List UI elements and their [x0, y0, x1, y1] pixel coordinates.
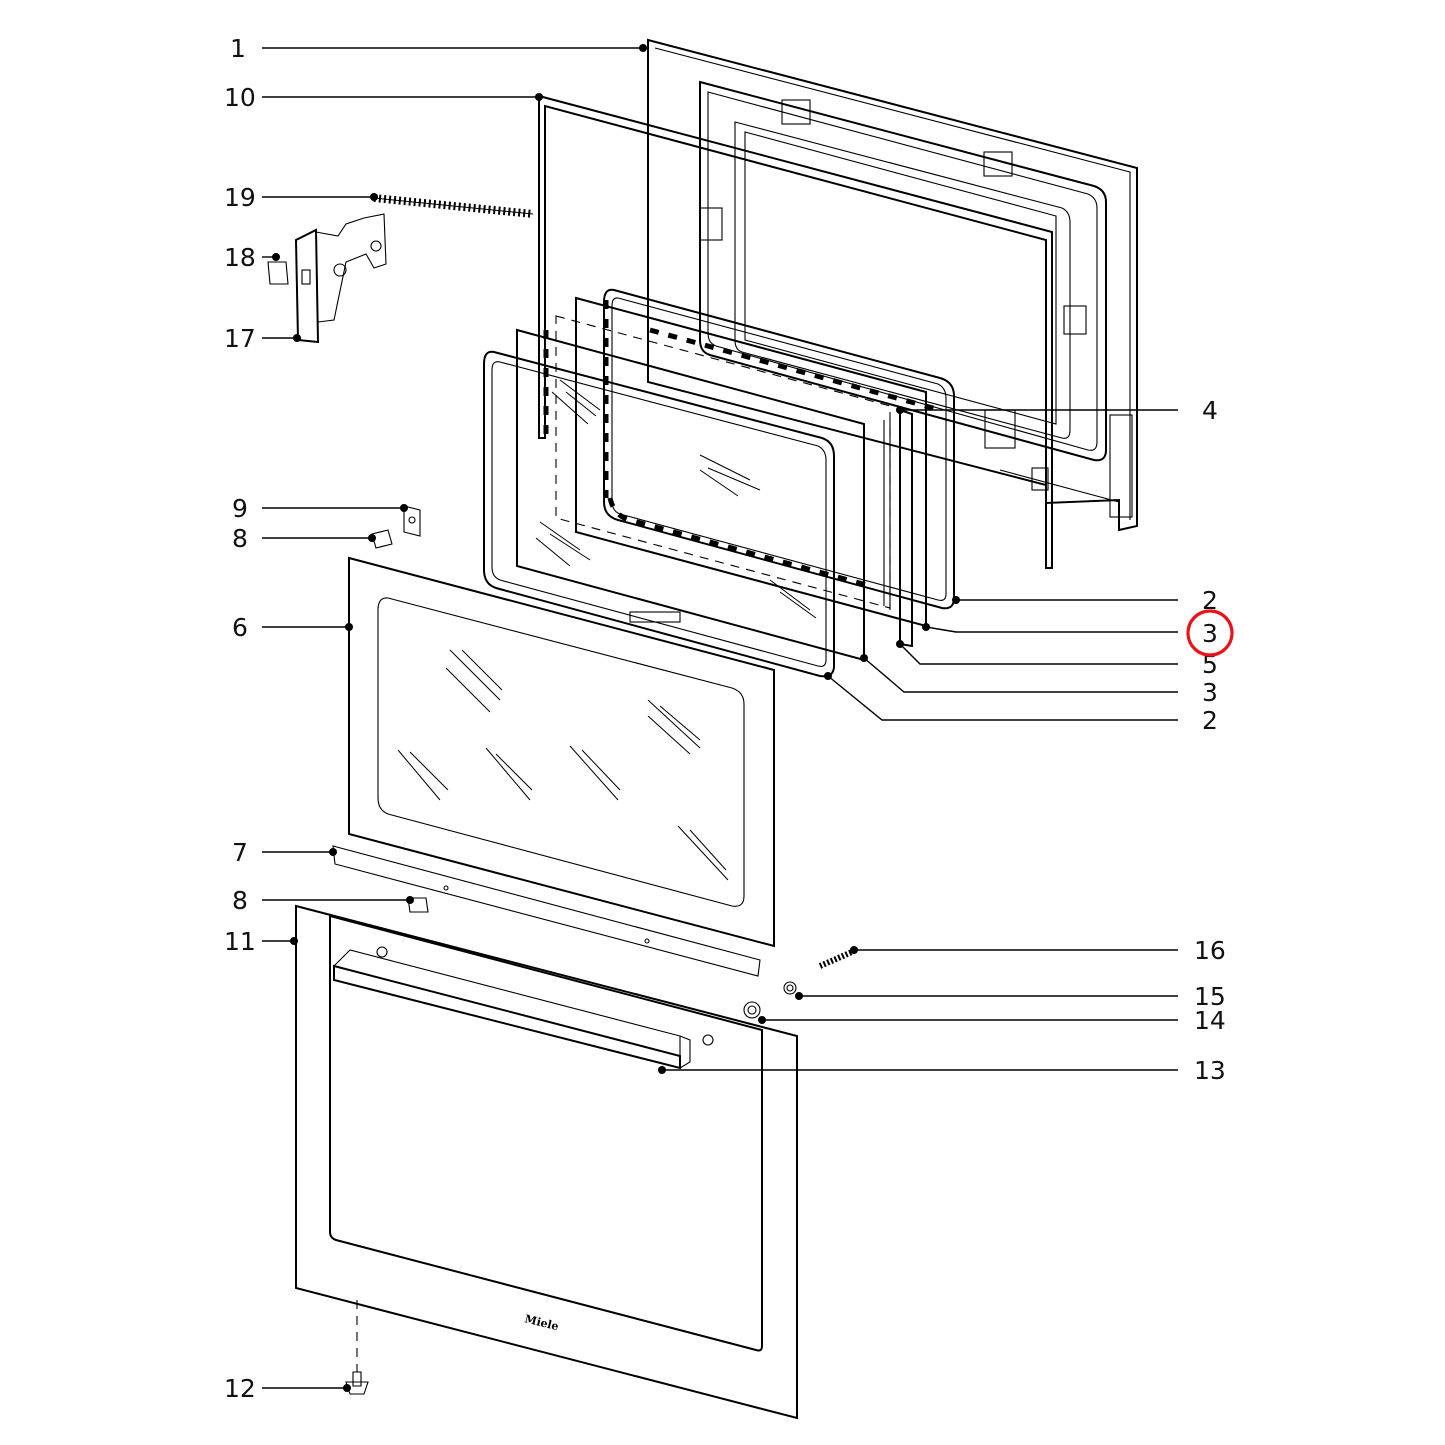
door-hinge [267, 213, 387, 344]
bottom-screw [345, 1300, 369, 1395]
label-17: 17 [224, 324, 256, 353]
brand-logo: Miele [523, 1312, 560, 1333]
label-11: 11 [224, 927, 256, 956]
label-18: 18 [224, 243, 256, 272]
handle-mounting-parts [743, 949, 854, 1019]
highlight-circle [1186, 609, 1234, 657]
label-19: 19 [224, 183, 256, 212]
label-13: 13 [1194, 1056, 1226, 1085]
trim-strip [332, 845, 761, 977]
label-3: 3 [1202, 678, 1218, 707]
outer-glass-pane [348, 556, 775, 948]
part-labels-left: 1 10 19 18 17 9 8 6 7 8 11 12 [224, 34, 256, 1403]
label-6: 6 [232, 613, 248, 642]
label-5: 5 [1202, 650, 1218, 679]
hinge-spring [373, 194, 534, 218]
label-15: 15 [1194, 982, 1226, 1011]
label-10: 10 [224, 83, 256, 112]
label-3: 3 [1202, 619, 1218, 648]
inner-door-frame [647, 38, 1138, 532]
glass-pane-stack [483, 288, 955, 678]
small-bracket [371, 505, 421, 549]
leader-lines [262, 44, 1178, 1392]
label-9: 9 [232, 494, 248, 523]
label-2: 2 [1202, 586, 1218, 615]
label-2: 2 [1202, 706, 1218, 735]
side-strips [883, 408, 913, 648]
outer-door-panel: Miele [295, 904, 798, 1420]
label-4: 4 [1202, 396, 1218, 425]
label-8: 8 [232, 524, 248, 553]
label-14: 14 [1194, 1006, 1226, 1035]
label-16: 16 [1194, 936, 1226, 965]
label-8: 8 [232, 886, 248, 915]
label-7: 7 [232, 838, 248, 867]
part-labels-right: 4 2 5 3 3 2 16 15 14 13 [1194, 396, 1226, 1085]
door-seal [538, 94, 1053, 569]
label-1: 1 [230, 34, 246, 63]
label-12: 12 [224, 1374, 256, 1403]
